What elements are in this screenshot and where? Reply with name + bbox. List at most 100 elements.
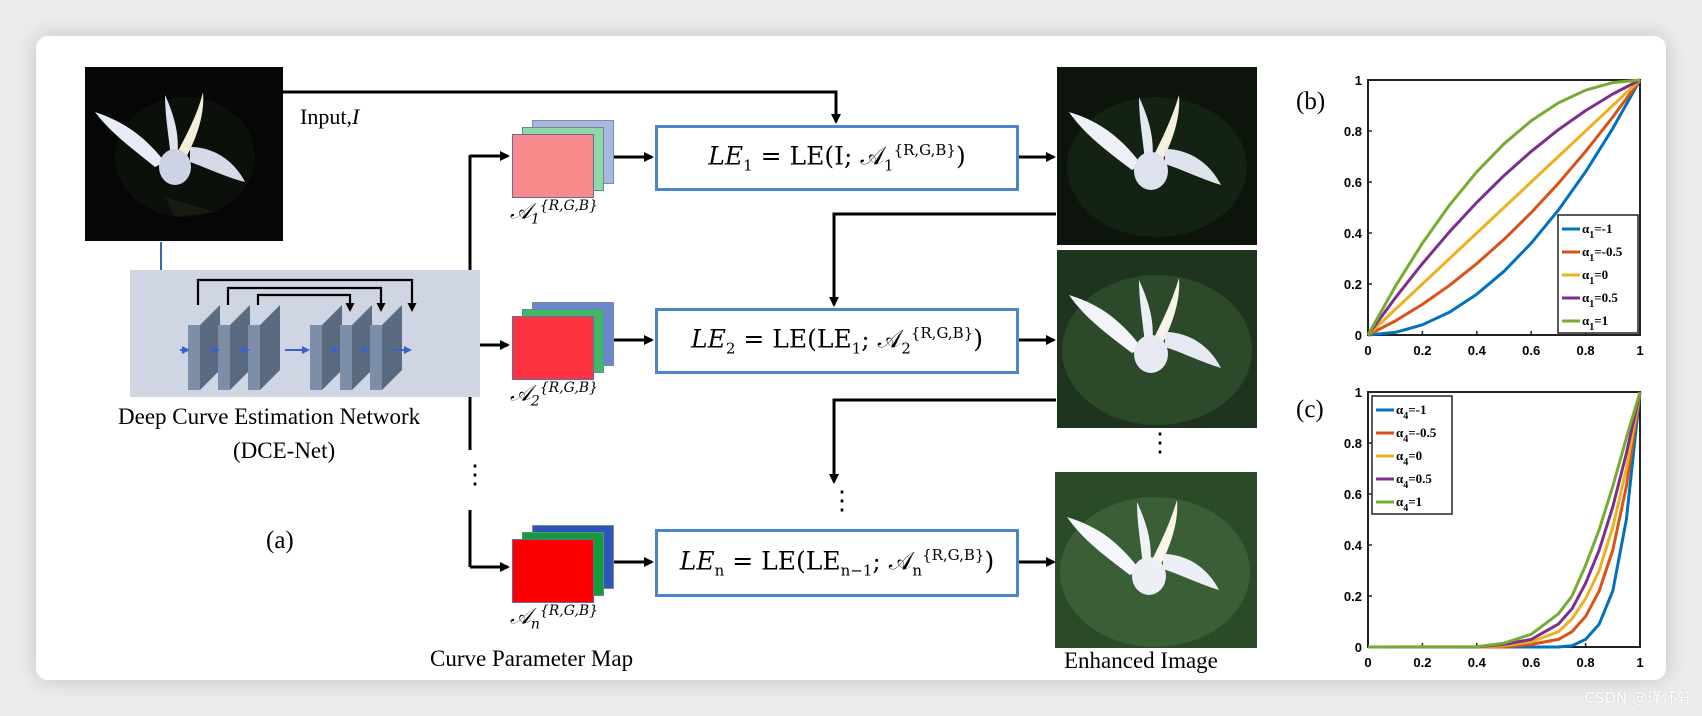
watermark: CSDN @瑾怀轩	[1584, 689, 1692, 707]
legend-entry: α1=1	[1582, 313, 1608, 333]
y-tick-label: 0.4	[1344, 538, 1363, 553]
series-line-2	[1366, 78, 1642, 337]
param-map-sup: {R,G,B}	[539, 380, 598, 396]
conv-layer-side	[352, 305, 372, 390]
img1-to-le2-arrow	[829, 212, 1056, 307]
eq2-rhs-sup: {R,G,B}	[910, 324, 974, 343]
param-map-red-channel	[512, 539, 594, 603]
param-map-symbol: 𝒜	[510, 381, 531, 407]
conv-layer-front	[218, 325, 230, 390]
series-line-4	[1366, 78, 1641, 336]
conv-layer-side	[382, 305, 402, 390]
curve-param-map-label: Curve Parameter Map	[430, 646, 634, 671]
y-tick-label: 0	[1355, 328, 1362, 343]
eq1-lhs: LE	[708, 141, 744, 171]
x-tick-label: 0.6	[1522, 343, 1540, 358]
y-tick-label: 1	[1355, 73, 1362, 88]
input-label: Input,I	[300, 104, 359, 130]
series-line-0	[1367, 79, 1642, 337]
panel-b-label: (b)	[1296, 88, 1326, 115]
input-to-le1-arrow	[283, 90, 841, 124]
equation-le1: LE1 = LE(I; 𝒜1{R,G,B})	[655, 125, 1019, 191]
eq2-rhs: = LE(LE	[743, 324, 852, 354]
eq-ellipsis: ⋮	[829, 486, 855, 515]
enhanced-ellipsis: ⋮	[1147, 428, 1173, 457]
param-map-sub: 2	[530, 393, 540, 410]
param-map-sup: {R,G,B}	[539, 198, 598, 214]
conv-layer-front	[340, 325, 352, 390]
eq3-lhs-sub: n	[714, 561, 725, 580]
param-map-label-1: 𝒜1{R,G,B}	[510, 198, 598, 228]
enhanced-image-2	[1057, 250, 1257, 428]
x-tick-label: 1	[1636, 343, 1643, 358]
eq1-lhs-sub: 1	[743, 156, 753, 175]
y-tick-label: 0.6	[1344, 487, 1362, 502]
legend-entry: α4=-1	[1396, 402, 1427, 422]
enhanced-image-n	[1055, 472, 1257, 648]
y-tick-label: 0	[1355, 640, 1362, 655]
conv-layer-side	[322, 305, 342, 390]
y-tick-label: 0.6	[1344, 175, 1362, 190]
panel-a-label: (a)	[266, 527, 294, 554]
dce-net-abbr: (DCE-Net)	[233, 438, 336, 463]
img2-to-len-arrow	[829, 398, 1056, 484]
series-line-3	[1366, 78, 1641, 336]
param-map-red-channel	[512, 134, 594, 198]
eq1-rhs-sup: {R,G,B}	[893, 141, 956, 160]
x-tick-label: 0	[1364, 655, 1371, 670]
conv-layer-side	[200, 305, 220, 390]
conv-layer-front	[310, 325, 322, 390]
eq2-mid-sub: 1	[851, 339, 862, 358]
conv-layer-side	[260, 305, 280, 390]
legend-entry: α1=0	[1582, 267, 1608, 287]
conv-layer-front	[188, 325, 200, 390]
param-map-red-channel	[512, 316, 594, 380]
eq2-mid: ; 𝒜	[861, 324, 902, 354]
x-tick-label: 1	[1636, 655, 1643, 670]
equation-le2: LE2 = LE(LE1; 𝒜2{R,G,B})	[655, 308, 1019, 374]
skip-connection-1	[196, 278, 417, 312]
input-image	[85, 67, 283, 241]
x-tick-label: 0.2	[1413, 343, 1431, 358]
eq2-lhs-sub: 2	[725, 339, 736, 358]
eq3-rhs-sup: {R,G,B}	[922, 546, 985, 565]
conv-layer-front	[370, 325, 382, 390]
x-tick-label: 0.8	[1577, 655, 1595, 670]
enhanced-image-label: Enhanced Image	[1064, 648, 1218, 673]
y-tick-label: 0.2	[1344, 589, 1362, 604]
skip-connection-3	[256, 293, 355, 312]
x-tick-label: 0.4	[1468, 343, 1487, 358]
param-map-symbol: 𝒜	[510, 604, 531, 630]
dce-net-title: Deep Curve Estimation Network	[118, 404, 421, 429]
x-tick-label: 0.4	[1468, 655, 1487, 670]
y-tick-label: 0.4	[1344, 226, 1363, 241]
skip-connection-2	[226, 286, 386, 312]
x-tick-label: 0	[1364, 343, 1371, 358]
eq3-rhs: = LE(LE	[732, 546, 841, 576]
eq3-mid-sub: n−1	[840, 561, 873, 580]
equation-len: LEn = LE(LEn−1; 𝒜n{R,G,B})	[655, 529, 1019, 597]
panel-c-label: (c)	[1296, 396, 1324, 423]
conv-layer-side	[230, 305, 250, 390]
y-tick-label: 0.8	[1344, 436, 1362, 451]
eq2-rhs-sub: 2	[901, 339, 911, 358]
param-map-symbol: 𝒜	[510, 199, 531, 225]
bus-ellipsis: ⋮	[462, 460, 488, 489]
y-tick-label: 0.8	[1344, 124, 1362, 139]
param-map-label-2: 𝒜2{R,G,B}	[510, 380, 598, 410]
legend-entry: α4=1	[1396, 494, 1422, 514]
eq3-rhs-sub: n	[912, 561, 923, 580]
eq3-lhs: LE	[679, 546, 715, 576]
param-map-sub: n	[530, 616, 540, 633]
legend-entry: α1=-0.5	[1582, 244, 1623, 264]
eq1-rhs-sub: 1	[884, 156, 894, 175]
legend-entry: α4=0	[1396, 448, 1422, 468]
legend-entry: α4=-0.5	[1396, 425, 1437, 445]
x-tick-label: 0.6	[1522, 655, 1540, 670]
dce-net-layers	[180, 278, 417, 390]
eq2-lhs: LE	[691, 324, 726, 354]
legend-entry: α4=0.5	[1396, 471, 1432, 491]
eq3-close: )	[984, 546, 995, 576]
